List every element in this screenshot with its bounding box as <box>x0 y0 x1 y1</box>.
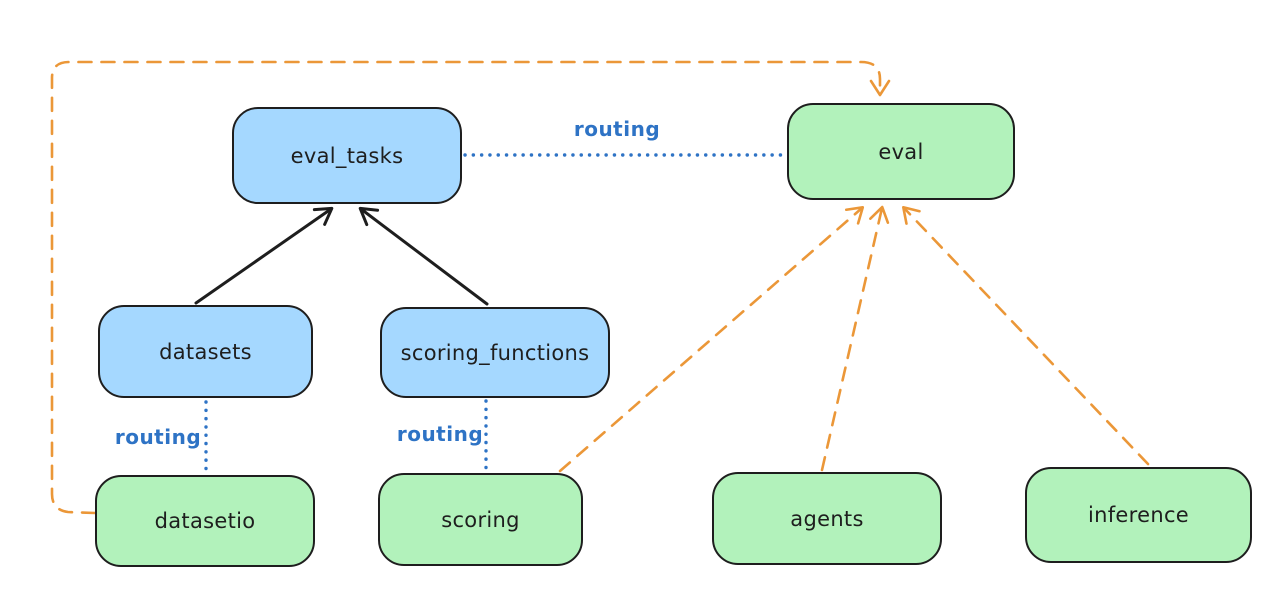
edge-scoring-to-eval <box>558 206 865 473</box>
node-eval-label: eval <box>878 139 924 164</box>
node-scoring-functions: scoring_functions <box>380 307 610 398</box>
routing-label-eval-tasks-eval: routing <box>573 117 661 141</box>
edge-datasetio-to-eval <box>50 60 891 515</box>
routing-label-datasets-datasetio: routing <box>114 425 202 449</box>
node-eval-tasks-label: eval_tasks <box>290 143 404 168</box>
node-inference: inference <box>1025 467 1252 563</box>
node-datasets-label: datasets <box>159 339 252 364</box>
node-datasetio-label: datasetio <box>154 509 256 533</box>
edge-datasets-to-eval-tasks <box>194 206 334 305</box>
node-scoring-label: scoring <box>441 507 520 532</box>
edge-inference-to-eval <box>902 205 1150 466</box>
node-datasetio: datasetio <box>95 475 315 567</box>
node-agents: agents <box>712 472 942 565</box>
node-scoring-functions-label: scoring_functions <box>400 340 590 365</box>
edge-agents-to-eval <box>820 205 890 472</box>
edge-scoring-functions-to-eval-tasks <box>358 206 489 306</box>
routing-label-scoring-functions-scoring: routing <box>396 422 484 446</box>
node-datasets: datasets <box>98 305 313 398</box>
node-eval-tasks: eval_tasks <box>232 107 462 204</box>
node-scoring: scoring <box>378 473 583 566</box>
node-inference-label: inference <box>1087 503 1190 527</box>
node-agents-label: agents <box>790 506 864 531</box>
node-eval: eval <box>787 103 1015 200</box>
